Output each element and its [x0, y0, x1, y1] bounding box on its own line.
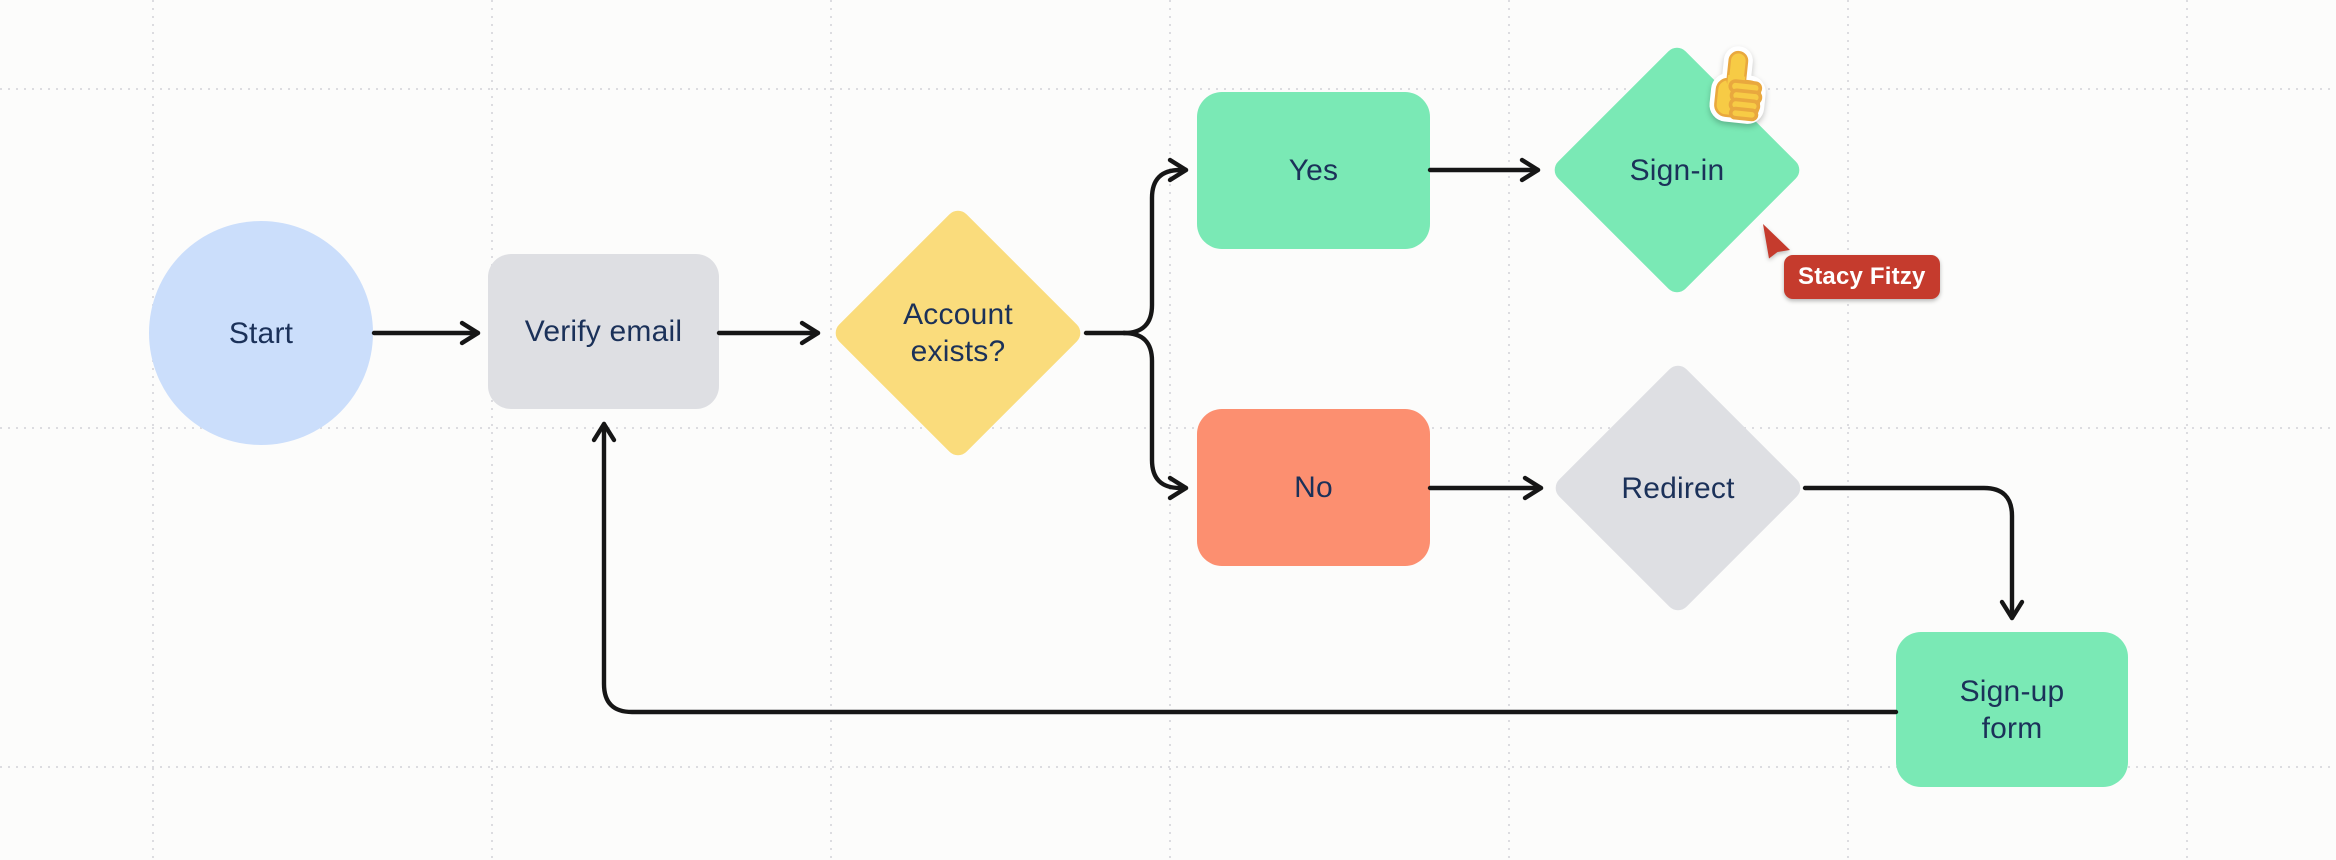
grid-line-vertical: [152, 0, 154, 860]
grid-line-vertical: [830, 0, 832, 860]
node-sign-up-form[interactable]: Sign-up form: [1896, 632, 2128, 787]
connector-account-exists-no[interactable]: [1121, 330, 1189, 501]
grid-line-horizontal: [0, 766, 2336, 768]
thumbs-up-icon: [1709, 46, 1766, 124]
diamond-shape: [1550, 360, 1806, 616]
node-yes[interactable]: Yes: [1197, 92, 1430, 249]
collaborator-name: Stacy Fitzy: [1798, 263, 1926, 290]
collaborator-cursor: [1756, 220, 1794, 265]
node-verify-email-label: Verify email: [524, 315, 683, 348]
grid-line-vertical: [1508, 0, 1510, 860]
node-account-exists[interactable]: Account exists?: [830, 205, 1086, 461]
grid-line-horizontal: [0, 88, 2336, 90]
node-verify-email[interactable]: Verify email: [488, 254, 719, 409]
diamond-shape: [830, 205, 1086, 461]
node-sign-up-form-label: Sign-up form: [1959, 674, 2065, 745]
connector-account-exists-yes[interactable]: [1121, 157, 1189, 336]
thumbs-up-sticker[interactable]: [1698, 44, 1784, 135]
cursor-pointer-icon: [1763, 224, 1790, 259]
collaborator-name-badge: Stacy Fitzy: [1784, 255, 1940, 299]
connector-redirect-sign-up-form[interactable]: [1802, 485, 2025, 621]
node-no[interactable]: No: [1197, 409, 1430, 566]
node-redirect[interactable]: Redirect: [1550, 360, 1806, 616]
node-no-label: No: [1294, 471, 1333, 504]
node-start[interactable]: Start: [149, 221, 373, 445]
grid-line-vertical: [1169, 0, 1171, 860]
node-yes-label: Yes: [1288, 154, 1339, 187]
grid-line-horizontal: [0, 427, 2336, 429]
grid-line-vertical: [491, 0, 493, 860]
grid-line-vertical: [1847, 0, 1849, 860]
connector-sign-up-form-verify-email[interactable]: [591, 421, 1899, 715]
grid-line-vertical: [2186, 0, 2188, 860]
node-start-label: Start: [228, 316, 294, 350]
